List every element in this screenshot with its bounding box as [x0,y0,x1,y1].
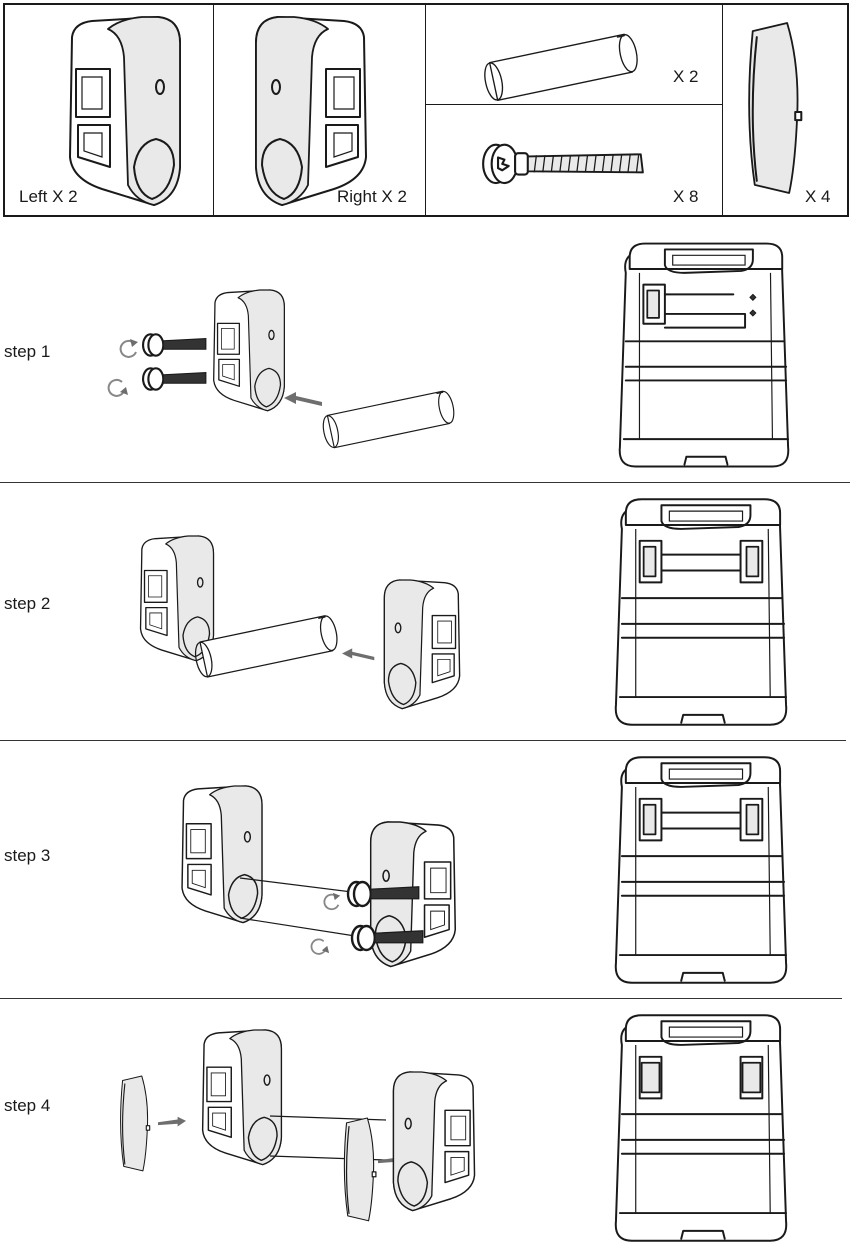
step-1: step 1 [0,220,854,482]
tube-quantity: X 2 [673,67,699,87]
insert-arrow-icon [342,648,376,664]
case-image [612,1014,790,1244]
screw-image [142,368,208,390]
rotate-cw-icon [320,934,340,954]
screw-image [346,882,422,906]
step-divider [0,740,846,741]
rotate-ccw-icon [118,338,140,360]
table-divider [213,5,214,215]
screw-image [350,926,426,950]
step-label: step 1 [4,342,50,362]
right-bracket-label: Right X 2 [337,187,407,207]
cover-image [743,23,807,195]
right-bracket-image [241,17,381,207]
screw-quantity: X 8 [673,187,699,207]
step-divider [0,482,850,483]
case-image [616,242,792,470]
left-bracket-image [55,17,195,207]
step-label: step 2 [4,594,50,614]
rotate-ccw-icon [322,892,342,912]
step-divider [0,998,842,999]
right-bracket-image [374,580,470,710]
left-bracket-image [204,290,294,412]
cover-image [336,1118,384,1222]
case-image [612,756,790,986]
tube-image [312,390,472,450]
step-label: step 3 [4,846,50,866]
case-image [612,498,790,728]
parts-table: Left X 2 Right X 2 X 2 X 8 X 4 [3,3,849,217]
screw-image [142,334,208,356]
step-2: step 2 [0,484,854,740]
cover-quantity: X 4 [805,187,831,207]
right-bracket-image [378,1072,490,1212]
insert-arrow-icon [158,1116,186,1130]
table-divider [425,5,426,215]
step-3: step 3 [0,742,854,998]
cover-image [114,1076,156,1172]
step-4: step 4 [0,1000,854,1247]
step-label: step 4 [4,1096,50,1116]
tube-image [200,614,340,680]
rotate-cw-icon [118,374,140,396]
left-bracket-label: Left X 2 [19,187,78,207]
table-divider [425,104,722,105]
screw-image [481,141,645,191]
table-divider [722,5,723,215]
tube-image [455,33,675,103]
